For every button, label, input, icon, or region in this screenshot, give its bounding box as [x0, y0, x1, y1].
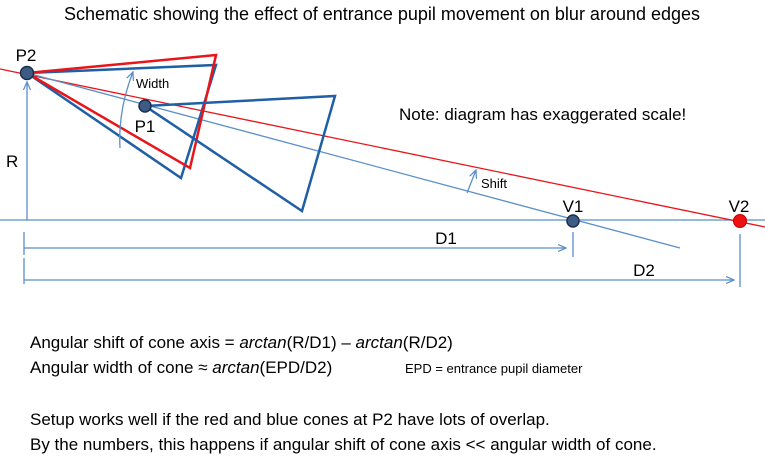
point-p2: [19, 65, 35, 81]
conclusion-line-2: By the numbers, this happens if angular …: [30, 435, 657, 454]
blue-cone-p1: [141, 94, 337, 213]
equation-shift-prefix: Angular shift of cone axis =: [30, 333, 239, 352]
equation-width-arg: (EPD/D2): [260, 358, 333, 377]
equation-width-fn: arctan: [212, 358, 259, 377]
label-v1: V1: [563, 197, 584, 216]
label-d1: D1: [435, 229, 457, 248]
conclusion-line-1: Setup works well if the red and blue con…: [30, 410, 550, 429]
equation-shift-arg2: (R/D2): [403, 333, 453, 352]
equation-angular-shift: Angular shift of cone axis = arctan(R/D1…: [30, 333, 453, 352]
equation-shift-fn1: arctan: [239, 333, 286, 352]
equation-shift-arg1: (R/D1) –: [287, 333, 356, 352]
equation-shift-fn2: arctan: [356, 333, 403, 352]
equation-angular-width: Angular width of cone ≈ arctan(EPD/D2): [30, 358, 332, 377]
label-width: Width: [136, 76, 169, 91]
shift-arrow: [466, 170, 476, 194]
point-v1: [566, 214, 580, 228]
label-v2: V2: [729, 197, 750, 216]
epd-definition: EPD = entrance pupil diameter: [405, 361, 583, 376]
equation-width-prefix: Angular width of cone ≈: [30, 358, 212, 377]
label-shift: Shift: [481, 176, 507, 191]
label-d2: D2: [633, 261, 655, 280]
width-arrow: [119, 72, 133, 149]
label-p1: P1: [135, 117, 156, 136]
diagram-title: Schematic showing the effect of entrance…: [64, 4, 700, 24]
red-axis-line: [0, 68, 765, 228]
label-p2: P2: [16, 46, 37, 65]
point-p1: [138, 99, 152, 113]
blue-cone-p2: [23, 63, 218, 180]
label-r: R: [6, 152, 18, 171]
scale-note: Note: diagram has exaggerated scale!: [399, 105, 686, 124]
point-v2: [733, 214, 747, 228]
red-cone-p2: [23, 53, 218, 170]
